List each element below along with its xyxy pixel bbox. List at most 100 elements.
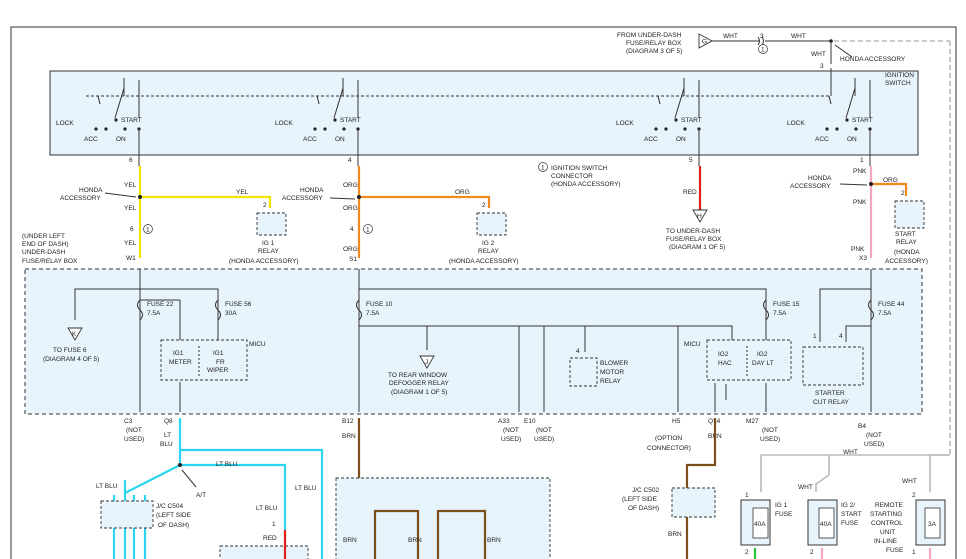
fuse-relay-box: (UNDER LEFT END OF DASH) UNDER-DASH FUSE…: [22, 233, 923, 415]
source-label-2: FUSE/RELAY BOX: [626, 40, 682, 47]
remote-pin1: 1: [912, 549, 916, 556]
conn-m27-n2: USED): [760, 436, 780, 443]
fuse-amp-5: 7.5A: [878, 310, 892, 317]
defogger-letter: J: [425, 359, 428, 366]
conn-b12-w: BRN: [342, 433, 356, 440]
switch-pin-3: 5: [689, 157, 693, 164]
jc502-l3: OF DASH): [628, 505, 659, 512]
red-label-low: RED: [263, 535, 277, 542]
ig1f-pin2: 2: [745, 549, 749, 556]
fuse-5: FUSE 447.5A: [868, 299, 905, 321]
ig1-fr-l3: WIPER: [207, 367, 229, 374]
ig2-relay-l3: (HONDA ACCESSORY): [449, 258, 519, 265]
switch-on-4: ON: [847, 136, 857, 143]
conn-q8-w2: BLU: [160, 441, 173, 448]
ig2-hac-l1: IG2: [718, 351, 729, 358]
ignition-switch: IGNITION SWITCH: [49, 68, 919, 156]
fuse-name-2: FUSE 56: [225, 301, 252, 308]
to-fuse6-letter: K: [72, 331, 77, 338]
fuse-amp-2: 30A: [225, 310, 237, 317]
ign-switch-label-2: SWITCH: [885, 80, 911, 87]
switch-pin-2: 4: [348, 157, 352, 164]
switch-acc-4: ACC: [815, 136, 829, 143]
ig1-meter-l2: METER: [169, 359, 192, 366]
switch-lock-3: LOCK: [616, 120, 634, 127]
fuse-40a-2: 40A: [820, 521, 832, 528]
switch-on-1: ON: [116, 136, 126, 143]
remote-pin2: 2: [912, 492, 916, 499]
source-label-1: FROM UNDER-DASH: [617, 32, 682, 39]
fuse-box-l3: UNDER-DASH: [22, 249, 66, 256]
lt-blu-3: LT BLU: [295, 485, 317, 492]
brn-3: BRN: [487, 537, 501, 544]
red-pin: 1: [272, 521, 276, 528]
source-connector-icon: [698, 33, 713, 49]
jc-c502: [671, 487, 716, 518]
org-label-lower: ORG: [343, 205, 358, 212]
fuse-box-l1: (UNDER LEFT: [22, 233, 65, 240]
diagram-frame: [10, 26, 957, 559]
ig1-fuse-l2: FUSE: [775, 511, 793, 518]
ig2-day-l1: IG2: [757, 351, 768, 358]
switch-start-4: START: [852, 117, 873, 124]
org-label-upper: ORG: [343, 182, 358, 189]
switch-acc-2: ACC: [303, 136, 317, 143]
note-text-3: (HONDA ACCESSORY): [551, 181, 621, 188]
start-relay-l4: ACCESSORY): [885, 258, 928, 265]
note-text-2: CONNECTOR: [551, 173, 593, 180]
switch-on-3: ON: [676, 136, 686, 143]
jc504-l3: OF DASH): [158, 522, 189, 529]
start-relay-l3: (HONDA: [894, 249, 920, 256]
wht-2: WHT: [798, 484, 813, 491]
defogger-l1: TO REAR WINDOW: [388, 372, 448, 379]
lower-section: A/T LT BLU LT BLU LT BLU LT BLU J/C C504…: [96, 418, 950, 559]
to-fuse6-icon: [67, 327, 83, 341]
fuse-box-l4: FUSE/RELAY BOX: [22, 258, 78, 265]
honda-acc-a-2: HONDA: [300, 187, 324, 194]
switch-lock-4: LOCK: [787, 120, 805, 127]
to-fuse6-l2: (DIAGRAM 4 OF 5): [43, 356, 99, 363]
switch-start-1: START: [121, 117, 142, 124]
fuse-1: FUSE 227.5A: [137, 299, 174, 321]
conn-a33-n1: (NOT: [503, 427, 519, 434]
switch-start-2: START: [340, 117, 361, 124]
org-s1: S1: [349, 256, 357, 263]
ign-switch-label-1: IGNITION: [885, 72, 914, 79]
yel-branch-label: YEL: [236, 189, 249, 196]
honda-accessory-label: HONDA ACCESSORY: [840, 56, 906, 63]
to-underdash-l3: (DIAGRAM 1 OF 5): [669, 244, 725, 251]
start-relay-l2: RELAY: [896, 239, 917, 246]
yel-label-3: YEL: [124, 240, 137, 247]
ign-wht-label: WHT: [811, 51, 826, 58]
conn-m27: M27: [746, 418, 759, 425]
honda-acc-a-1: HONDA: [79, 187, 103, 194]
conn-c3-n1: (NOT: [126, 427, 142, 434]
ig1-meter-l1: IG1: [173, 350, 184, 357]
to-underdash-l1: TO UNDER-DASH: [666, 228, 720, 235]
honda-acc-a-3: HONDA: [808, 175, 832, 182]
fuse-name-1: FUSE 22: [147, 301, 174, 308]
source-wire-2: WHT: [791, 33, 806, 40]
wht-1: WHT: [843, 449, 858, 456]
source-wire-1: WHT: [723, 33, 738, 40]
upper-wires: YEL YEL YEL 6 1 YEL W1 ORG ORG ORG 4 1 O…: [60, 166, 908, 263]
remote-l6: FUSE: [886, 547, 904, 554]
pnk-label-3: PNK: [851, 246, 865, 253]
org-pin: 4: [350, 226, 354, 233]
remote-l4: UNIT: [880, 529, 895, 536]
fuse-box-l2: END OF DASH): [22, 241, 69, 248]
ig2-relay: 2 IG 2 RELAY (HONDA ACCESSORY): [449, 202, 519, 265]
conn-h5-n2: CONNECTOR): [647, 445, 691, 452]
yel-pin: 6: [130, 226, 134, 233]
lt-blu-1: LT BLU: [216, 461, 238, 468]
conn-b12: B12: [342, 418, 354, 425]
remote-l5: IN-LINE: [874, 538, 898, 545]
conn-c3-n2: USED): [124, 436, 144, 443]
fuse-4: FUSE 157.5A: [763, 299, 800, 321]
honda-acc-b-2: ACCESSORY: [282, 195, 323, 202]
conn-a33: A33: [498, 418, 510, 425]
